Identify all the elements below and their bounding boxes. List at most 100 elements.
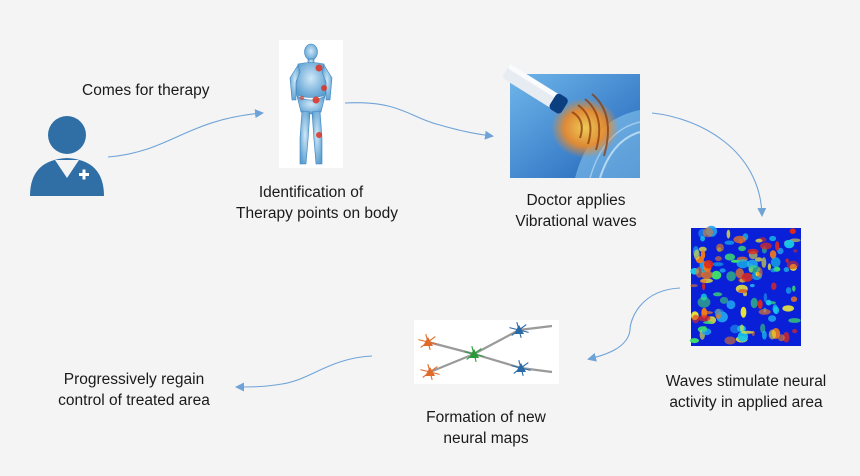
heatmap-spot	[735, 268, 744, 279]
neuron-body	[516, 363, 526, 372]
heatmap-spot	[689, 338, 700, 344]
heatmap-spot	[760, 242, 772, 250]
label-comes-for-therapy: Comes for therapy	[82, 82, 210, 99]
heatmap-spot	[736, 259, 750, 269]
arrow-formation-to-regain	[235, 355, 373, 392]
heatmap-spot	[741, 330, 754, 334]
heatmap-spot	[703, 260, 714, 269]
heatmap-spot	[737, 331, 749, 342]
heatmap-spot	[738, 245, 746, 252]
heatmap-spot	[739, 324, 744, 332]
heatmap-spot	[755, 238, 763, 243]
arrow-doctor-to-waves	[651, 112, 767, 217]
heatmap-spot	[733, 235, 747, 244]
heatmap-spot	[770, 257, 781, 268]
label-formation-neural-maps: Formation of new neural maps	[426, 409, 546, 447]
heatmap-spot	[755, 257, 763, 262]
heatmap-spot	[769, 250, 777, 259]
heatmap-spot	[719, 268, 726, 273]
neuron-body	[469, 349, 479, 358]
heatmap-spot	[789, 228, 796, 234]
neuron-body	[425, 367, 435, 376]
heatmap-spot	[724, 253, 736, 261]
heatmap-spot	[713, 292, 723, 297]
heatmap-spot	[785, 258, 789, 263]
neural-heatmap-icon	[689, 225, 801, 346]
heatmap-spot	[762, 330, 767, 340]
heatmap-spot	[741, 272, 753, 282]
heatmap-spot	[772, 304, 778, 313]
heatmap-spot	[698, 246, 707, 252]
heatmap-spot	[767, 263, 772, 271]
heatmap-spot	[700, 236, 705, 242]
heatmap-spot	[701, 326, 708, 332]
heatmap-spot	[695, 266, 704, 278]
heatmap-spot	[782, 305, 794, 312]
axon	[429, 352, 475, 374]
heatmap-spot	[726, 229, 731, 239]
heatmap-spot	[768, 329, 777, 340]
heatmap-spot	[775, 241, 780, 251]
heatmap-spot	[714, 308, 724, 315]
heatmap-spot	[700, 279, 707, 283]
heatmap-spot	[771, 282, 777, 290]
heatmap-spot	[790, 296, 798, 303]
heatmap-spot	[690, 284, 698, 288]
label-doctor-applies: Doctor applies Vibrational waves	[515, 192, 637, 230]
heatmap-spot	[697, 296, 711, 308]
arrow-therapy-to-identification	[107, 109, 264, 158]
heatmap-spot	[761, 257, 767, 268]
heatmap-spot	[712, 262, 724, 267]
heatmap-spot	[792, 285, 796, 292]
heatmap-spot	[793, 249, 798, 253]
heatmap-spot	[765, 299, 772, 306]
heatmap-spot	[701, 270, 713, 280]
label-identification: Identification of Therapy points on body	[236, 184, 398, 222]
heatmap-spot	[738, 289, 748, 293]
heatmap-spot	[758, 309, 771, 315]
heatmap-spot	[763, 293, 768, 303]
heatmap-spot	[715, 256, 722, 262]
arrow-identification-to-doctor	[344, 102, 494, 140]
heatmap-spot	[757, 299, 763, 309]
heatmap-spot	[777, 334, 785, 342]
heatmap-spot	[711, 270, 722, 280]
heatmap-spot	[747, 248, 759, 255]
heatmap-spot	[716, 243, 724, 252]
heatmap-spot	[724, 336, 736, 345]
body-scan-icon	[279, 40, 343, 168]
arrow-waves-to-formation	[587, 287, 681, 362]
heatmap-spot	[702, 282, 706, 291]
heatmap-spot	[719, 296, 729, 304]
heatmap-spot	[770, 268, 777, 273]
heatmap-spot	[703, 321, 713, 324]
heatmap-spot	[693, 249, 700, 261]
neuron-body	[514, 325, 524, 334]
heatmap-spot	[726, 300, 736, 310]
heatmap-spot	[692, 314, 700, 324]
axon	[520, 366, 553, 374]
patient-icon	[30, 116, 104, 196]
heatmap-spot	[792, 328, 798, 334]
heatmap-spot	[698, 315, 711, 322]
heatmap-spot	[726, 271, 736, 282]
heatmap-spot	[748, 265, 761, 273]
vibration-device-icon	[502, 64, 641, 179]
heatmap-spot	[740, 306, 747, 318]
neurons-icon	[414, 320, 559, 384]
heatmap-spot	[782, 331, 790, 343]
heatmap-spot	[702, 227, 714, 238]
neuron-body	[423, 337, 433, 346]
axon	[473, 329, 520, 355]
heatmap-spot	[786, 260, 799, 270]
heatmap-spot	[783, 267, 790, 273]
heatmap-spot	[730, 324, 741, 334]
axon	[518, 324, 553, 332]
label-waves-stimulate: Waves stimulate neural activity in appli…	[665, 373, 827, 411]
heatmap-spot	[788, 318, 801, 323]
heatmap-spot	[749, 283, 755, 288]
heatmap-spot	[784, 239, 795, 249]
heatmap-spot	[769, 235, 777, 242]
heatmap-spot	[724, 240, 735, 245]
